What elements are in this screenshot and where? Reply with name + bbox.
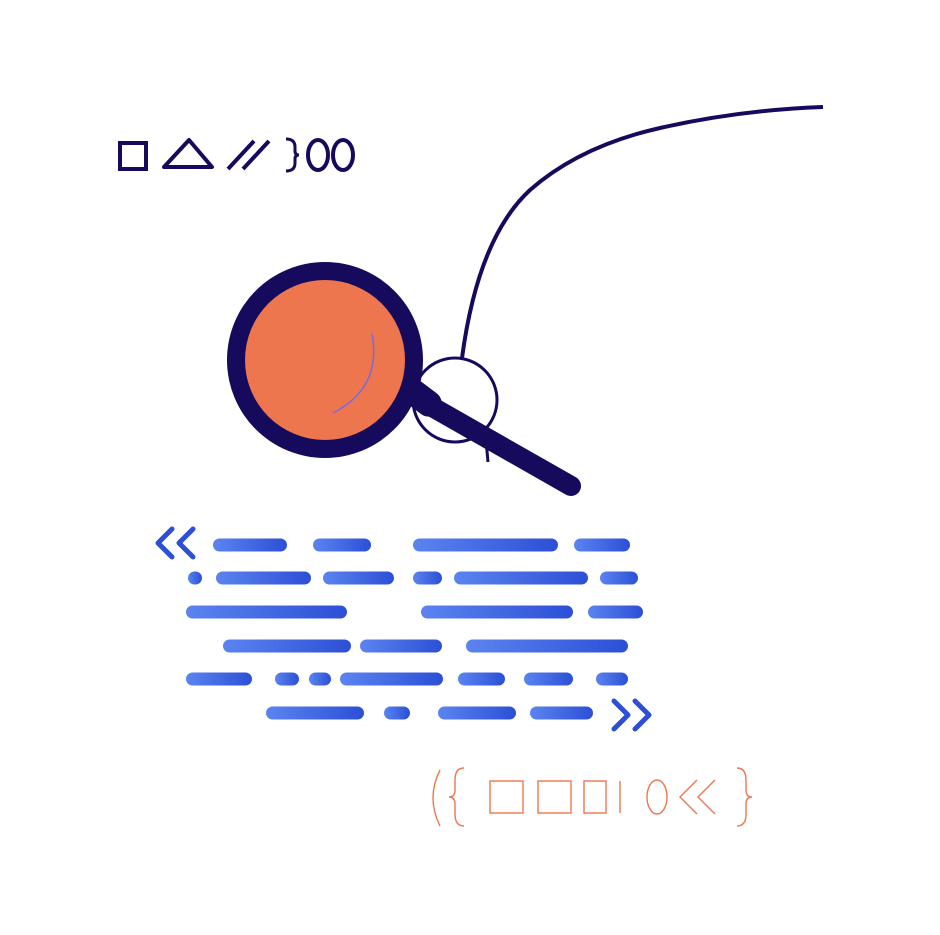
code-lines bbox=[186, 538, 643, 720]
code-bar bbox=[275, 672, 299, 686]
code-bar bbox=[186, 672, 252, 686]
code-bar bbox=[360, 639, 442, 653]
code-bar bbox=[413, 571, 442, 585]
curved-line bbox=[460, 105, 824, 359]
code-bar bbox=[524, 672, 573, 686]
code-bar bbox=[454, 571, 588, 585]
code-bar bbox=[574, 538, 630, 552]
magnifying-glass-icon bbox=[227, 262, 581, 496]
code-bar bbox=[596, 672, 628, 686]
code-bar bbox=[340, 672, 443, 686]
code-bar bbox=[384, 706, 410, 720]
curly-brace-icon bbox=[448, 767, 465, 827]
code-bar bbox=[188, 571, 202, 585]
double-chevron-left-icon bbox=[155, 526, 196, 560]
code-bar bbox=[466, 639, 628, 653]
square-icon bbox=[489, 780, 524, 814]
parenthesis-icon bbox=[432, 769, 441, 827]
code-bar bbox=[309, 672, 331, 686]
code-bar bbox=[186, 605, 347, 619]
code-bar bbox=[266, 706, 364, 720]
magnifier-handle bbox=[410, 390, 581, 496]
zero-icon bbox=[646, 779, 668, 815]
triangle-icon bbox=[162, 138, 214, 169]
code-bar bbox=[413, 538, 558, 552]
square-icon bbox=[583, 780, 607, 814]
square-icon bbox=[537, 780, 572, 814]
code-bar bbox=[421, 605, 573, 619]
code-bar bbox=[223, 639, 351, 653]
top-symbol-row bbox=[118, 137, 355, 173]
code-bar bbox=[323, 571, 394, 585]
code-bar bbox=[313, 538, 371, 552]
code-bar bbox=[216, 571, 311, 585]
code-bar bbox=[600, 571, 638, 585]
bottom-symbol-row bbox=[432, 767, 753, 827]
code-bar bbox=[213, 538, 287, 552]
code-bar bbox=[458, 672, 505, 686]
curly-brace-icon bbox=[285, 137, 300, 173]
lens-glint bbox=[332, 333, 375, 414]
code-bar bbox=[588, 605, 643, 619]
zero-icon bbox=[306, 138, 330, 172]
square-icon bbox=[118, 141, 148, 171]
zero-icon bbox=[331, 138, 355, 172]
double-chevron-right-icon bbox=[611, 698, 652, 732]
curly-brace-icon bbox=[736, 767, 753, 827]
code-bar bbox=[530, 706, 593, 720]
double-slash-icon bbox=[226, 139, 271, 171]
magnifier-lens bbox=[245, 280, 405, 440]
double-chevron-left-icon bbox=[679, 779, 716, 815]
code-bar bbox=[438, 706, 516, 720]
